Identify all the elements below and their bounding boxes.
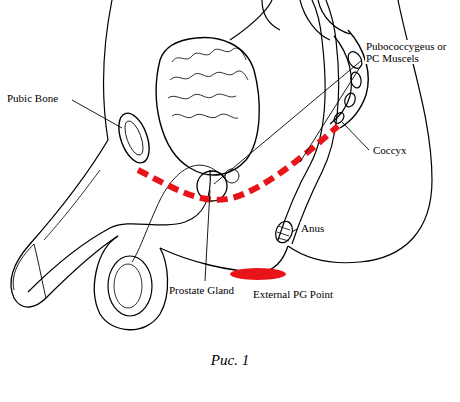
rectum-wall <box>292 0 339 244</box>
pubic-bone <box>121 119 146 158</box>
figure-caption: Рис. 1 <box>0 352 460 369</box>
rectum-wall <box>278 0 325 240</box>
part-label: Pubic Bone <box>6 92 59 104</box>
glans <box>13 244 46 298</box>
leader-line <box>342 122 369 150</box>
part-label: Pubococcygeus or PC Muscels <box>365 40 453 64</box>
sacrum-outline <box>340 30 368 128</box>
testicle <box>108 256 152 316</box>
leader-line <box>300 64 362 162</box>
bladder <box>156 37 259 174</box>
perineum-outline <box>160 246 288 272</box>
intestines <box>168 48 248 118</box>
vertebra <box>343 92 357 109</box>
testicle <box>114 264 142 308</box>
penis-outline <box>11 140 118 307</box>
leader-line <box>72 100 122 128</box>
external-pg-point <box>230 268 286 280</box>
pubic-bone <box>113 109 155 167</box>
leader-line <box>292 229 297 232</box>
corpus-line <box>44 170 100 240</box>
anal-sphincter <box>277 226 290 241</box>
scrotum <box>94 236 167 330</box>
spine-line <box>262 0 280 30</box>
seminal-vesicle <box>225 169 239 183</box>
leader-line <box>214 60 362 184</box>
abdomen-outline <box>104 0 112 140</box>
ureter <box>230 0 272 40</box>
pc-muscle <box>138 126 338 200</box>
anal-sphincter <box>273 219 296 245</box>
part-label: Coccyx <box>372 144 408 156</box>
part-label: External PG Point <box>252 288 334 300</box>
leader-line <box>205 190 210 281</box>
sacrum-outline <box>330 36 351 124</box>
urethra <box>28 170 210 292</box>
part-label: Prostate Gland <box>168 284 235 296</box>
vas-deferens <box>132 165 226 262</box>
part-label: Anus <box>300 222 325 234</box>
coccyx-bone <box>332 111 346 125</box>
leader-lines <box>72 60 369 281</box>
